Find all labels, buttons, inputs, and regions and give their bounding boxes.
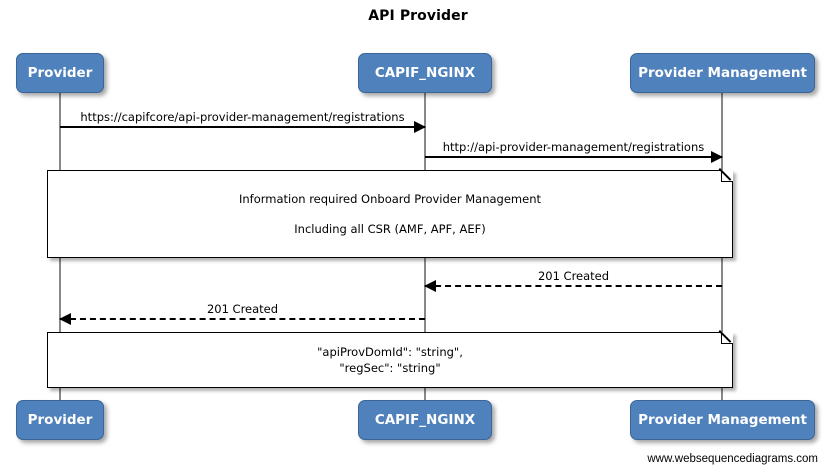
- participant-provider-bottom[interactable]: Provider: [16, 400, 104, 440]
- participant-capif-nginx-bottom[interactable]: CAPIF_NGINX: [358, 400, 492, 440]
- note-fold-corner-icon: [721, 170, 733, 182]
- note-line-1: Information required Onboard Provider Ma…: [238, 192, 542, 207]
- arrowhead-right-icon: [414, 121, 426, 133]
- message-line: [425, 285, 722, 287]
- participant-label: Provider: [27, 65, 93, 81]
- message-label-4: 201 Created: [206, 302, 279, 316]
- participant-label: Provider: [27, 412, 93, 428]
- note-box-2: "apiProvDomId": "string", "regSec": "str…: [47, 332, 733, 388]
- participant-label: Provider Management: [638, 65, 807, 81]
- arrowhead-left-icon: [59, 313, 71, 325]
- note-line-2: "regSec": "string": [339, 360, 441, 375]
- message-arrow-4[interactable]: 201 Created: [59, 302, 425, 325]
- participant-provider-top[interactable]: Provider: [16, 53, 104, 93]
- message-label-3: 201 Created: [537, 269, 610, 283]
- message-line: [60, 126, 425, 128]
- participant-label: CAPIF_NGINX: [374, 412, 476, 428]
- participant-provider-management-bottom[interactable]: Provider Management: [630, 400, 815, 440]
- participant-label: Provider Management: [638, 412, 807, 428]
- footer-watermark: www.websequencediagrams.com: [647, 453, 818, 465]
- note-line-2: Including all CSR (AMF, APF, AEF): [294, 221, 486, 236]
- message-arrow-3[interactable]: 201 Created: [424, 269, 722, 292]
- message-arrow-2[interactable]: http://api-provider-management/registrat…: [425, 140, 723, 163]
- page-title: API Provider: [368, 8, 468, 24]
- note-fold-corner-icon: [721, 332, 733, 344]
- participant-capif-nginx-top[interactable]: CAPIF_NGINX: [358, 53, 492, 93]
- message-label-2: http://api-provider-management/registrat…: [442, 140, 705, 154]
- message-line: [60, 318, 425, 320]
- message-arrow-1[interactable]: https://capifcore/api-provider-managemen…: [60, 110, 426, 133]
- participant-label: CAPIF_NGINX: [374, 65, 476, 81]
- arrowhead-left-icon: [424, 280, 436, 292]
- message-line: [425, 156, 722, 158]
- arrowhead-right-icon: [711, 151, 723, 163]
- participant-provider-management-top[interactable]: Provider Management: [630, 53, 815, 93]
- note-box-1: Information required Onboard Provider Ma…: [47, 170, 733, 258]
- note-line-1: "apiProvDomId": "string",: [317, 345, 463, 360]
- message-label-1: https://capifcore/api-provider-managemen…: [80, 110, 405, 124]
